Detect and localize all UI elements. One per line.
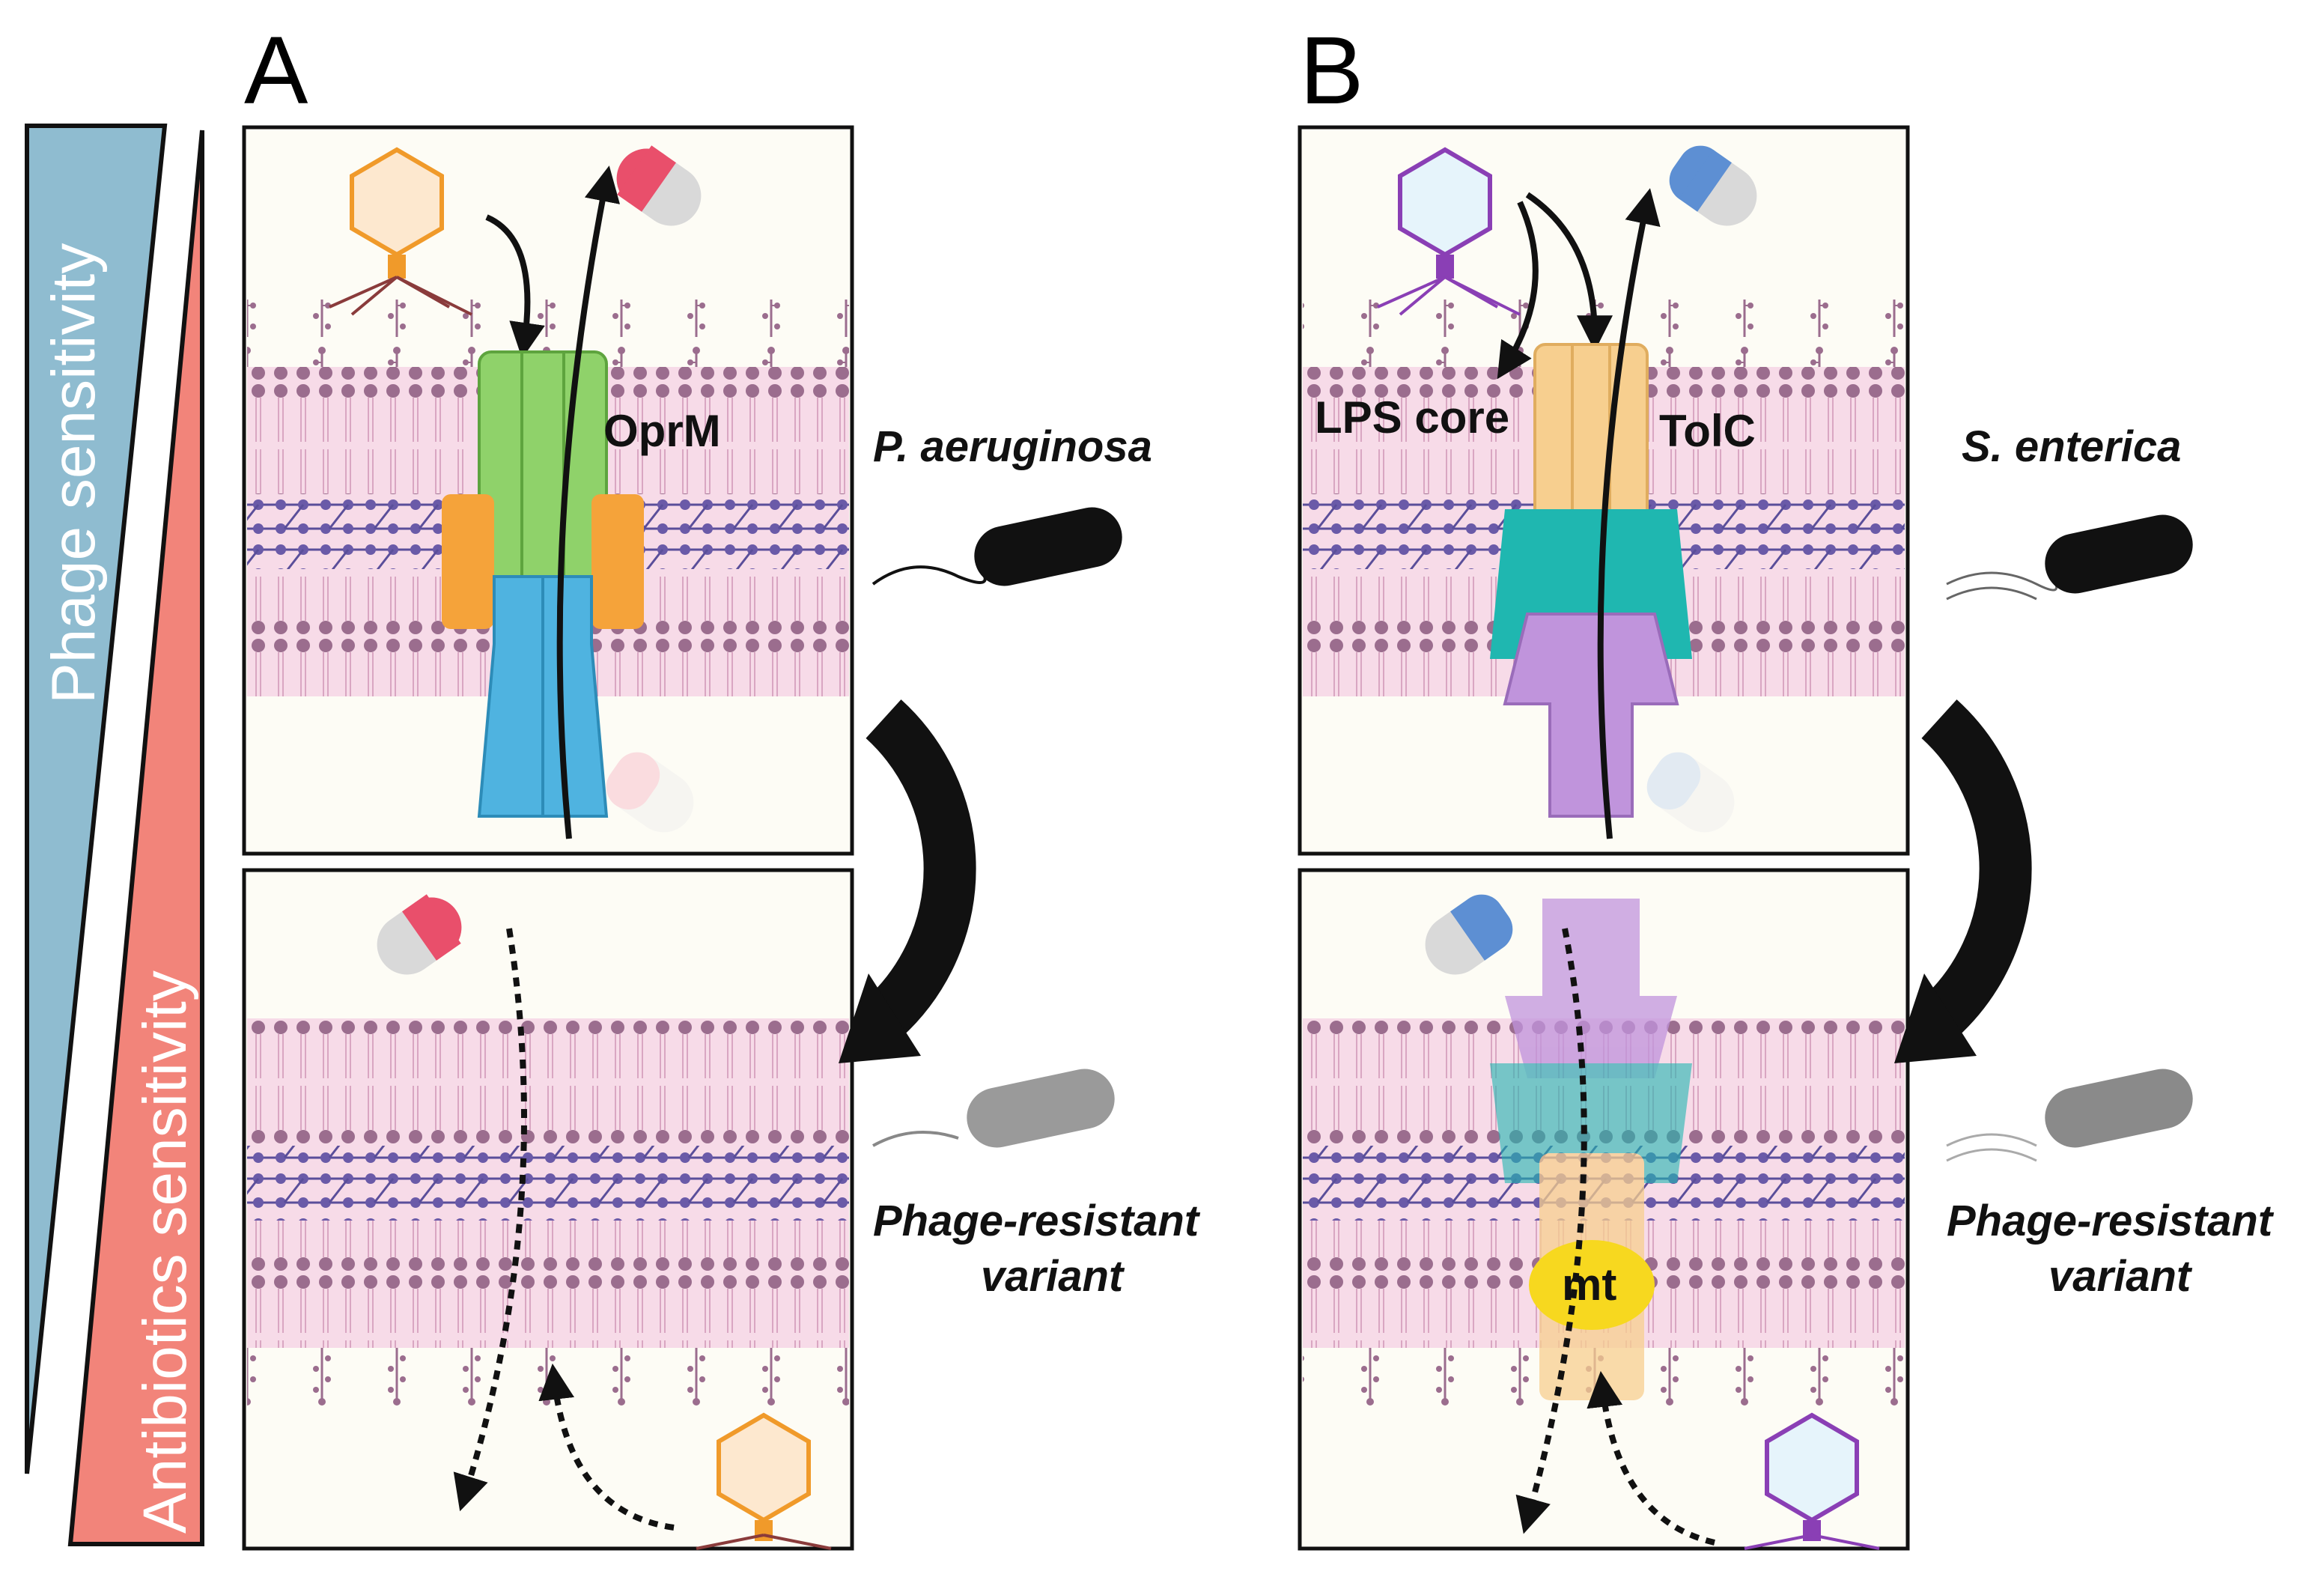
organism-a-label: P. aeruginosa: [873, 422, 1152, 471]
panel-b-bottom: mt: [1298, 868, 1910, 1551]
phage-orange-bottom-icon: [696, 1412, 832, 1550]
bacterium-grey-icon: [872, 1069, 1115, 1148]
mutation-arrow-b: [1921, 699, 2032, 1038]
lps-core-label: LPS core: [1315, 392, 1509, 443]
mutant-tolc-pump: [1490, 899, 1692, 1400]
mutation-arrow-a: [866, 699, 976, 1038]
drug-pill-red-icon: [616, 145, 702, 226]
variant-a-label-line1: Phage-resistant: [873, 1197, 1201, 1245]
drug-pill-faded-icon: [606, 752, 694, 833]
bacterium-flagellated-grey-icon: [1946, 1069, 2193, 1162]
drug-pill-blue-bottom-icon: [1425, 894, 1513, 975]
efflux-arrow-b: [1597, 188, 1661, 839]
phage-sensitivity-wedge: [25, 124, 168, 1474]
mutation-arrow-a-head: [839, 973, 921, 1063]
variant-a-label-line2: variant: [981, 1252, 1125, 1301]
efflux-arrow: [556, 165, 621, 839]
phage-purple-bottom-icon: [1744, 1412, 1880, 1550]
blocked-efflux-arrow: [453, 928, 527, 1512]
drug-pill-blue-icon: [1669, 145, 1757, 226]
tolc-label: TolC: [1659, 406, 1756, 456]
sensitivity-gradient: Phage sensitivity Antibiotics sensitivit…: [25, 124, 204, 1546]
panel-letter-b: B: [1300, 17, 1363, 124]
phage-sensitivity-label: Phage sensitivity: [40, 243, 108, 704]
tolc-efflux-pump: [1490, 343, 1692, 818]
organism-b-label: S. enterica: [1962, 422, 2181, 471]
mutation-arrow-b-head: [1894, 973, 1977, 1063]
panel-a-top: OprM: [242, 125, 854, 856]
drug-pill-red-bottom-icon: [377, 894, 462, 975]
blocked-phage-arrow-b: [1587, 1370, 1715, 1546]
variant-b-label-line2: variant: [2048, 1252, 2193, 1301]
panel-b-top: LPS core TolC: [1298, 125, 1910, 856]
antibiotic-sensitivity-label: Antibiotics sensitivity: [131, 970, 199, 1534]
bacterium-black-icon: [872, 507, 1122, 586]
phage-binding-arrow-tolc: [1525, 192, 1613, 352]
blocked-efflux-arrow-b: [1515, 928, 1587, 1534]
mt-label: mt: [1562, 1260, 1616, 1310]
drug-pill-blue-faded-icon: [1646, 752, 1735, 833]
bacterium-flagellated-black-icon: [1946, 514, 2193, 601]
mutation-marker: [1529, 1240, 1655, 1330]
oprm-label: OprM: [603, 406, 721, 456]
variant-b-label-line1: Phage-resistant: [1947, 1197, 2275, 1245]
phage-binding-arrow-lps: [1497, 201, 1539, 380]
antibiotic-sensitivity-wedge: [67, 130, 204, 1546]
panel-letter-a: A: [244, 17, 308, 124]
phage-orange-icon: [329, 147, 472, 316]
phage-purple-icon: [1377, 147, 1521, 316]
phage-binding-arrow: [485, 214, 545, 359]
panel-a-bottom: [242, 868, 854, 1551]
